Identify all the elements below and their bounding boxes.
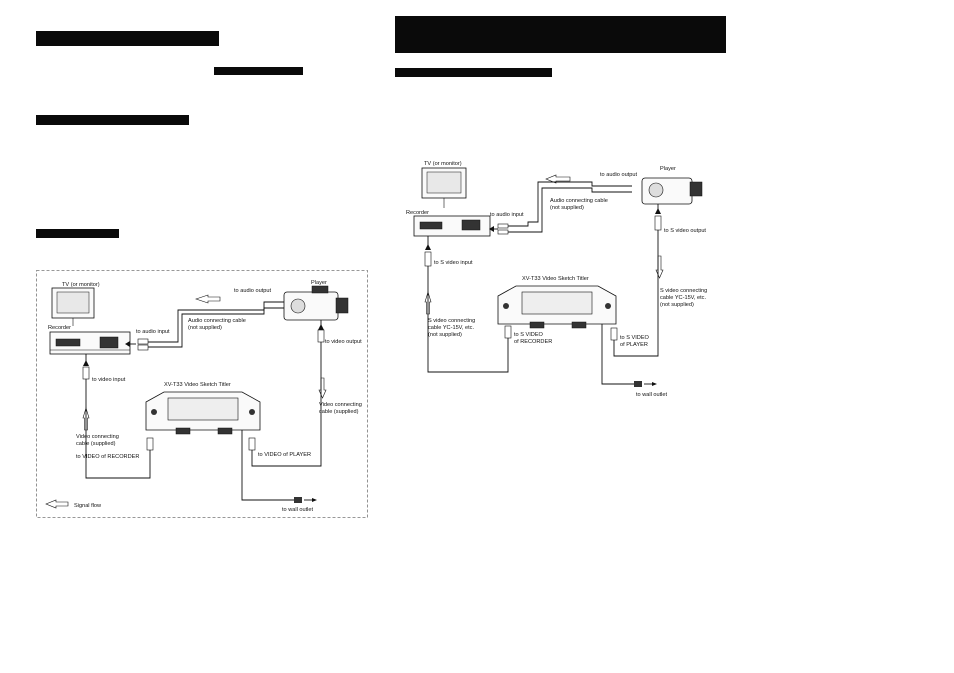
recorder-label: Recorder (406, 210, 429, 216)
figure-frame (36, 270, 368, 518)
power-cord (241, 430, 294, 501)
audio-output-label: to audio output (600, 172, 637, 178)
svideo-connection-diagram: TV (or monitor) Recorder Player to audio… (406, 161, 707, 398)
signal-flow-icon (45, 499, 69, 509)
tv-icon (421, 167, 467, 208)
heading-bar-left-2 (214, 67, 303, 75)
heading-bar-left-3 (36, 115, 189, 125)
wall-outlet-label: to wall outlet (282, 507, 314, 513)
tv-label: TV (or monitor) (424, 161, 462, 167)
titler-label: XV-T33 Video Sketch Titler (522, 276, 589, 282)
titler-icon (145, 391, 261, 435)
player-label: Player (311, 280, 327, 286)
to-video-player-label: to VIDEO of PLAYER (258, 452, 311, 458)
video-input-label: to video input (92, 377, 126, 383)
audio-output-label: to audio output (234, 288, 271, 294)
svideo-cable-left (427, 266, 509, 373)
player-label: Player (660, 166, 676, 172)
video-output-label: to video output (325, 339, 362, 345)
tv-icon (51, 287, 95, 326)
left-cable-note: (not supplied) (428, 332, 462, 338)
recorder-icon (49, 331, 131, 355)
svideo-cable-right (613, 230, 659, 357)
to-svideo-player-label-2: of PLAYER (620, 342, 648, 348)
audio-cable-note: (not supplied) (550, 205, 584, 211)
audio-input-label: to audio input (490, 212, 524, 218)
audio-cable-2 (148, 307, 284, 348)
heading-bar-left-4 (36, 229, 119, 238)
audio-cable (148, 301, 284, 343)
heading-bar-right-1 (395, 68, 552, 77)
right-cable-label: S video connecting (660, 288, 707, 294)
titler-label: XV-T33 Video Sketch Titler (164, 382, 231, 388)
video-cable-right-label: Video connecting (319, 402, 362, 408)
left-cable-model: cable YC-15V, etc. (428, 325, 474, 331)
recorder-label: Recorder (48, 325, 71, 331)
audio-input-label: to audio input (136, 329, 170, 335)
video-cable-right-note: cable (supplied) (319, 409, 359, 415)
to-svideo-player-label: to S VIDEO (620, 335, 650, 341)
left-cable-label: S video connecting (428, 318, 475, 324)
audio-cable (508, 181, 632, 227)
to-video-recorder-label: to VIDEO of RECORDER (76, 454, 139, 460)
audio-cable-note: (not supplied) (188, 325, 222, 331)
heading-bar-left-1 (36, 31, 219, 46)
audio-cable-label: Audio connecting cable (188, 318, 246, 324)
page-title-bar (395, 16, 726, 53)
video-cable-right (251, 342, 322, 467)
to-svideo-recorder-label: to S VIDEO (514, 332, 544, 338)
titler-icon (497, 285, 617, 329)
video-cable-left (85, 379, 151, 479)
wall-outlet-label: to wall outlet (636, 392, 668, 398)
right-cable-note: (not supplied) (660, 302, 694, 308)
video-connection-diagram: TV (or monitor) Recorder Player to audio… (36, 270, 368, 518)
camcorder-icon (283, 285, 349, 321)
audio-cable-label: Audio connecting cable (550, 198, 608, 204)
to-svideo-recorder-label-2: of RECORDER (514, 339, 552, 345)
signal-flow-label: Signal flow (74, 503, 102, 509)
power-cord (601, 324, 634, 385)
right-cable-model: cable YC-15V, etc. (660, 295, 706, 301)
video-cable-left-note: cable (supplied) (76, 441, 116, 447)
video-cable-left-label: Video connecting (76, 434, 119, 440)
svideo-output-label: to S video output (664, 228, 706, 234)
recorder-icon (413, 215, 491, 237)
svideo-input-label: to S video input (434, 260, 473, 266)
camcorder-icon (641, 177, 703, 205)
tv-label: TV (or monitor) (62, 282, 100, 288)
